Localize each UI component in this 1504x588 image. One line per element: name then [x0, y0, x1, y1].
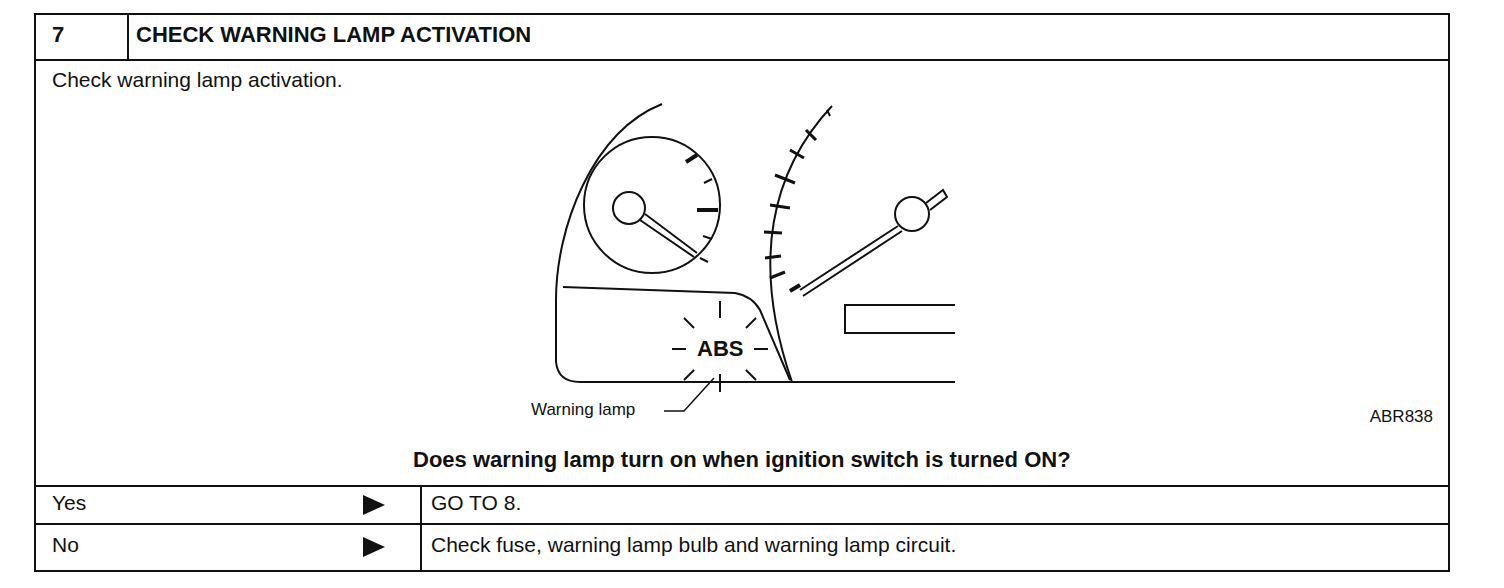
row-line	[35, 59, 1449, 61]
question-text: Does warning lamp turn on when ignition …	[413, 447, 1071, 472]
speedo-pivot	[895, 197, 929, 231]
gauge-ring	[584, 137, 720, 273]
figure-code: ABR838	[1370, 407, 1433, 427]
answer-cell: Yes	[52, 491, 86, 515]
ticks	[686, 130, 816, 291]
lamp-symbol: ABS	[697, 336, 743, 361]
major-ticks	[686, 155, 800, 291]
arrow-symbols	[363, 495, 385, 557]
lamp-rays	[672, 301, 768, 392]
row-line	[35, 523, 1449, 525]
tick	[827, 110, 830, 116]
leader-line	[664, 378, 714, 411]
arrow-symbol	[363, 495, 385, 515]
speedo-needle	[800, 226, 902, 296]
column-line	[127, 14, 129, 60]
minor-ticks	[700, 179, 712, 262]
panel-outline	[563, 287, 790, 380]
gauge-needle	[640, 214, 697, 257]
answer-cell: No	[52, 533, 79, 557]
needle-tail	[926, 190, 947, 210]
arrow-symbol	[363, 537, 385, 557]
step-heading: CHECK WARNING LAMP ACTIVATION	[136, 22, 531, 47]
speedo-ticks	[764, 130, 816, 278]
column-line	[420, 486, 422, 571]
odometer-window	[845, 305, 955, 333]
instrument-cluster	[556, 104, 955, 382]
action-cell: GO TO 8.	[431, 491, 521, 515]
cluster-outline	[556, 104, 955, 382]
speedometer-arc	[770, 106, 832, 382]
row-line	[35, 485, 1449, 487]
part-name: Warning lamp	[531, 400, 635, 420]
instruction-text: Check warning lamp activation.	[52, 68, 343, 92]
step-number: 7	[52, 22, 64, 47]
table-border	[35, 14, 1449, 571]
gauge-pivot	[613, 192, 645, 224]
action-cell: Check fuse, warning lamp bulb and warnin…	[431, 533, 956, 557]
